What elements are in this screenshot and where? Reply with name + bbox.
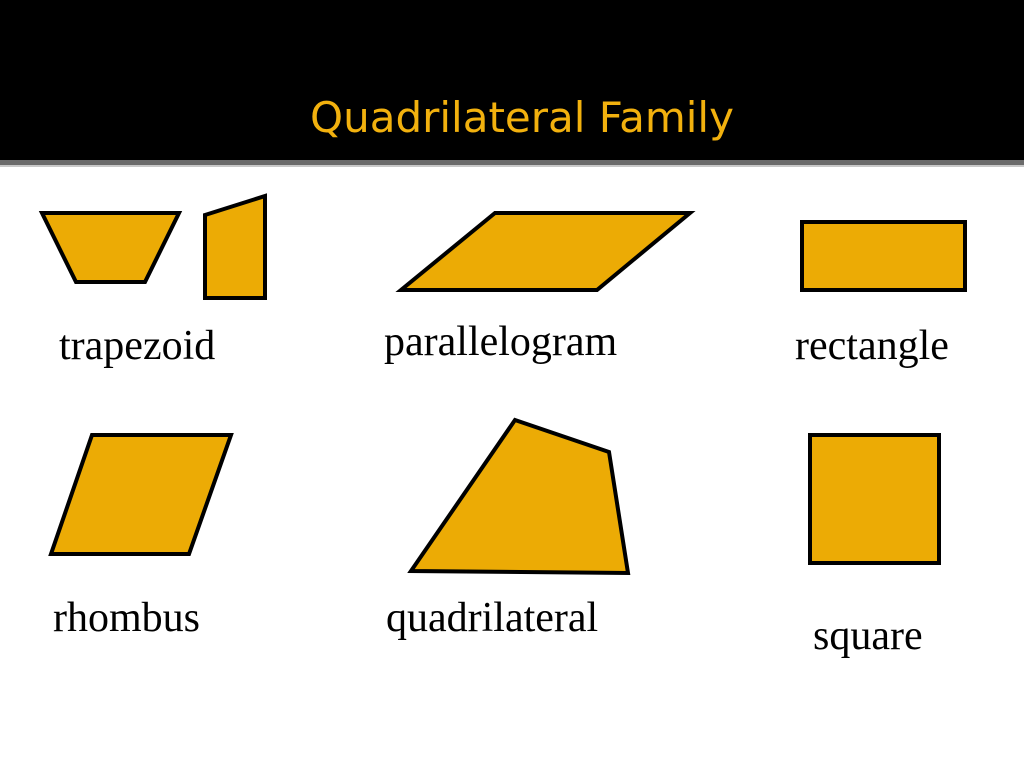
title-divider: [0, 160, 1024, 165]
title-bar: [0, 0, 1024, 160]
right-trapezoid-shape: [203, 193, 267, 300]
slide-title: Quadrilateral Family: [310, 93, 734, 142]
square-shape: [808, 433, 941, 565]
rhombus-label: rhombus: [53, 595, 200, 641]
trapezoid-shape: [38, 211, 183, 284]
quadrilateral-shape: [407, 417, 631, 576]
parallelogram-label: parallelogram: [384, 319, 618, 365]
title-divider-highlight: [0, 165, 1024, 167]
rhombus-shape: [48, 433, 234, 556]
parallelogram-shape: [395, 211, 696, 292]
rectangle-label: rectangle: [795, 323, 949, 369]
square-label: square: [813, 613, 923, 659]
rectangle-shape: [800, 220, 967, 292]
quadrilateral-label: quadrilateral: [386, 595, 599, 641]
trapezoid-label: trapezoid: [59, 323, 216, 369]
